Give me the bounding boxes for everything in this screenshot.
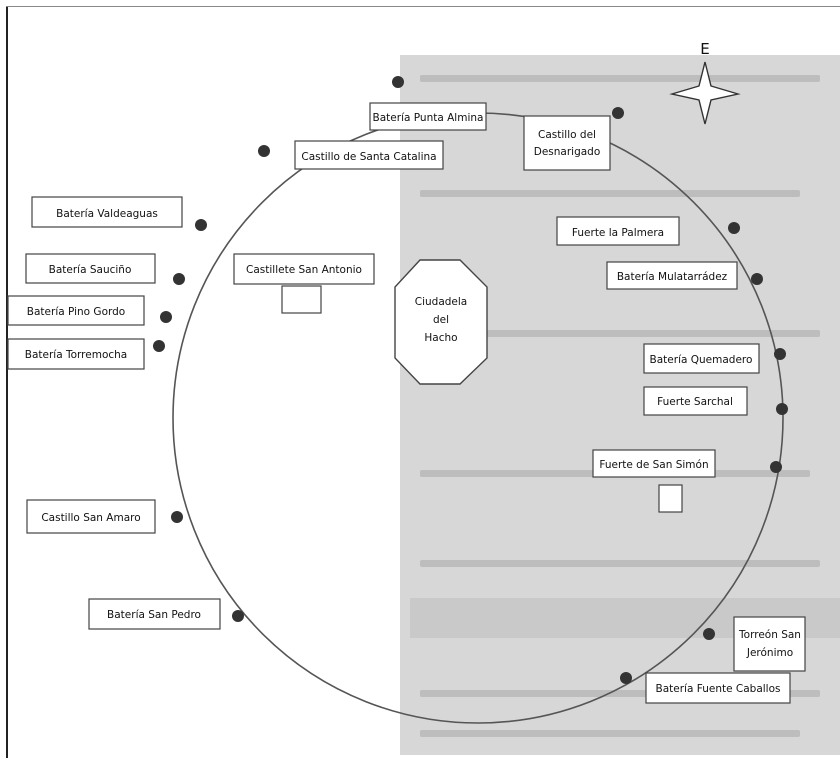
label-fuerte-la-palmera: Fuerte la Palmera <box>572 227 664 239</box>
background-text-line <box>420 690 820 697</box>
perimeter-circle <box>172 112 784 724</box>
fort-marker <box>776 403 788 415</box>
citadel-label-line2: del <box>433 314 449 326</box>
fort-marker <box>173 273 185 285</box>
fort-marker <box>774 348 786 360</box>
label-castillete-san-antonio: Castillete San Antonio <box>246 264 362 276</box>
citadel-label-line3: Hacho <box>424 332 457 344</box>
label-torreon-san-jeronimo-line2: Jerónimo <box>746 647 793 659</box>
label-bateria-fuente-caballos: Batería Fuente Caballos <box>656 683 781 695</box>
background-text-line <box>420 75 820 82</box>
label-bateria-valdeaguas: Batería Valdeaguas <box>56 208 158 220</box>
fort-labels: Batería Punta Almina Castillo del Desnar… <box>25 112 801 695</box>
fort-marker <box>258 145 270 157</box>
fort-marker <box>612 107 624 119</box>
label-torreon-san-jeronimo-line1: Torreón San <box>738 629 801 641</box>
fort-marker <box>728 222 740 234</box>
fort-marker <box>751 273 763 285</box>
label-castillo-san-amaro: Castillo San Amaro <box>41 512 140 524</box>
label-bateria-pino-gordo: Batería Pino Gordo <box>27 306 125 318</box>
fort-marker <box>195 219 207 231</box>
label-castillo-desnarigado-line2: Desnarigado <box>534 146 601 158</box>
citadel-label-line1: Ciudadela <box>415 296 467 308</box>
fort-marker <box>620 672 632 684</box>
background-text-line <box>420 730 800 737</box>
label-bateria-mulatarradez: Batería Mulatarrádez <box>617 271 728 283</box>
label-bateria-punta-almina: Batería Punta Almina <box>373 112 484 124</box>
figure-top-border <box>6 6 840 7</box>
compass-star-icon: E <box>669 40 741 125</box>
fort-marker <box>392 76 404 88</box>
label-bateria-saucino: Batería Sauciño <box>49 264 132 276</box>
label-fuerte-san-simon: Fuerte de San Simón <box>599 459 708 471</box>
background-text-line <box>420 190 800 197</box>
label-bateria-san-pedro: Batería San Pedro <box>107 609 201 621</box>
citadel-octagon <box>394 259 488 385</box>
fort-marker <box>171 511 183 523</box>
fort-marker <box>770 461 782 473</box>
fort-marker <box>160 311 172 323</box>
background-text-line <box>420 330 820 337</box>
fort-marker <box>703 628 715 640</box>
label-castillo-santa-catalina: Castillo de Santa Catalina <box>301 151 436 163</box>
label-fuerte-sarchal: Fuerte Sarchal <box>657 396 733 408</box>
label-bateria-quemadero: Batería Quemadero <box>650 354 753 366</box>
background-text-line <box>420 560 820 567</box>
label-bateria-torremocha: Batería Torremocha <box>25 349 127 361</box>
compass-label: E <box>700 40 709 58</box>
fort-marker <box>153 340 165 352</box>
label-boxes <box>7 102 806 704</box>
fort-marker <box>232 610 244 622</box>
label-castillo-desnarigado-line1: Castillo del <box>538 129 596 141</box>
fort-markers <box>153 76 788 684</box>
